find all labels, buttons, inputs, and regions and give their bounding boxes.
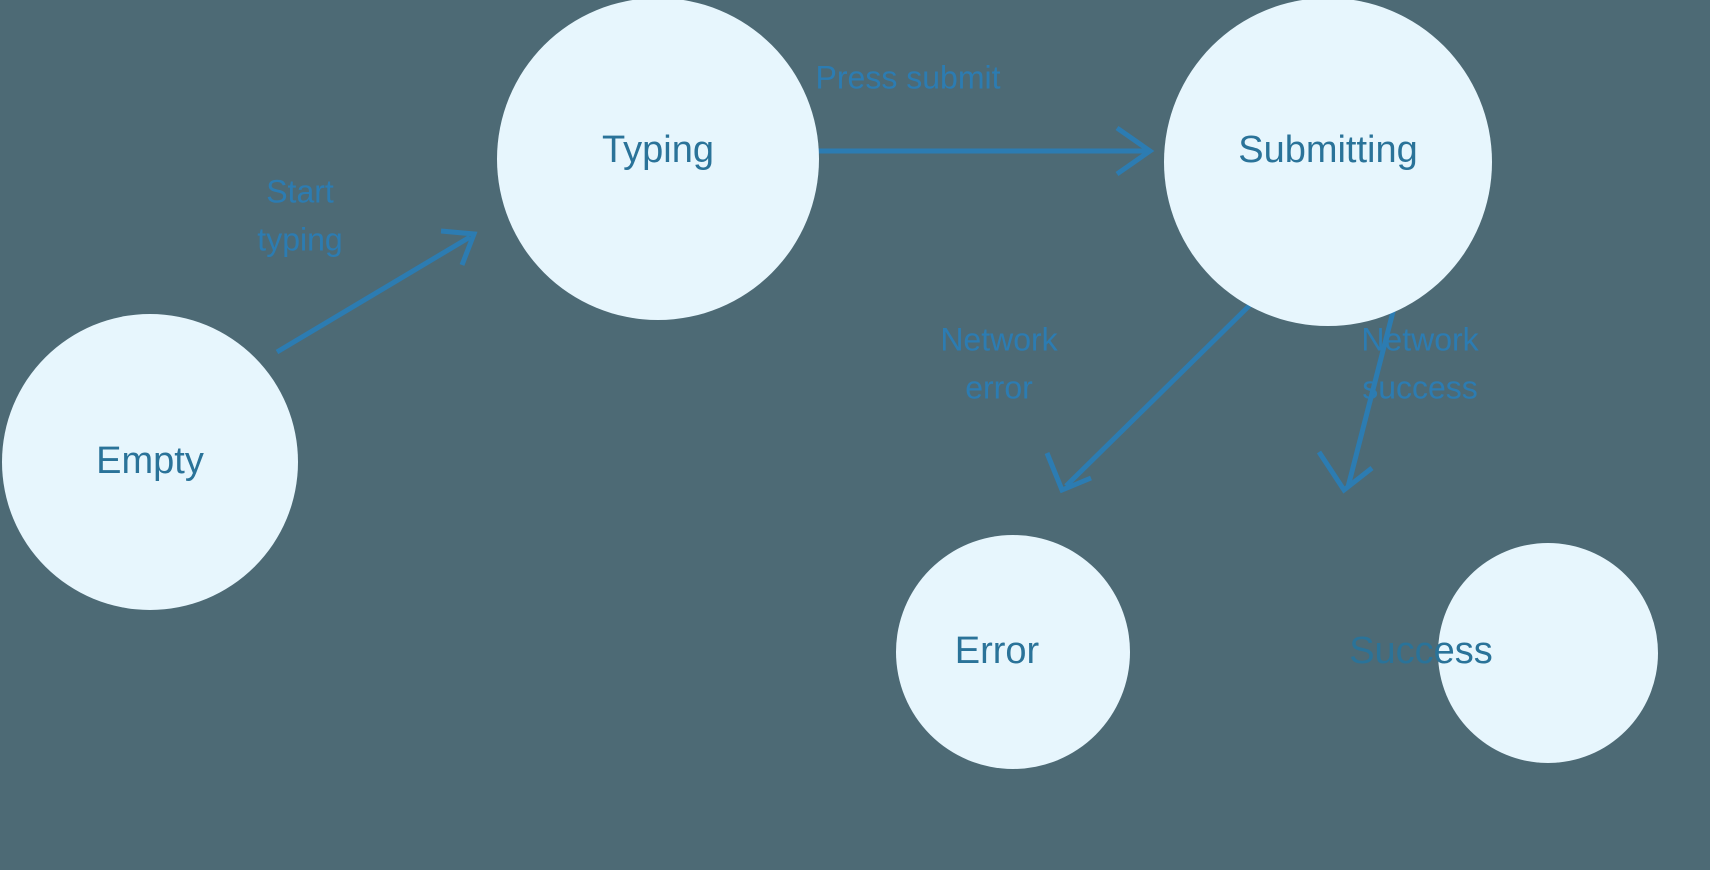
edge-empty-to-typing	[275, 228, 478, 355]
edge-label-press-submit-line1: Press submit	[816, 59, 1001, 95]
edge-label-network-success-line1: Network	[1361, 321, 1479, 357]
node-typing[interactable]: Typing	[497, 0, 819, 320]
node-success-circle[interactable]	[1438, 543, 1658, 763]
edge-label-network-success: Network success	[1361, 321, 1479, 405]
node-submitting-label: Submitting	[1238, 129, 1418, 171]
edge-submitting-to-error-line	[1064, 301, 1254, 488]
edge-label-network-error-line2: error	[965, 369, 1033, 405]
edge-label-start-typing-line2: typing	[257, 221, 342, 257]
node-empty[interactable]: Empty	[2, 314, 298, 610]
node-error-circle[interactable]	[896, 535, 1130, 769]
node-success[interactable]: Success	[1349, 543, 1658, 763]
edge-submitting-to-success-arrowhead	[1316, 450, 1374, 494]
node-success-label: Success	[1349, 630, 1493, 672]
edge-empty-to-typing-arrowhead	[440, 228, 478, 266]
node-empty-circle[interactable]	[2, 314, 298, 610]
node-typing-label: Typing	[602, 129, 714, 171]
edge-empty-to-typing-line	[275, 234, 472, 355]
edge-typing-to-submitting	[768, 125, 1155, 177]
edge-submitting-to-success-line	[1345, 299, 1399, 488]
node-typing-circle[interactable]	[497, 0, 819, 320]
edge-label-network-error: Network error	[940, 321, 1058, 405]
edge-submitting-to-error-arrowhead	[1044, 452, 1092, 494]
node-error[interactable]: Error	[896, 535, 1130, 769]
edge-submitting-to-error	[1044, 301, 1254, 494]
edge-label-network-error-line1: Network	[940, 321, 1058, 357]
edge-typing-to-submitting-arrowhead	[1115, 125, 1155, 177]
edge-label-network-success-line2: success	[1362, 369, 1478, 405]
edge-label-start-typing: Start typing	[257, 173, 342, 257]
node-error-label: Error	[955, 630, 1040, 672]
node-empty-label: Empty	[96, 440, 204, 482]
edge-submitting-to-success	[1316, 299, 1399, 494]
edge-label-start-typing-line1: Start	[266, 173, 334, 209]
node-submitting[interactable]: Submitting	[1164, 0, 1492, 326]
edge-label-press-submit: Press submit	[816, 59, 1001, 95]
node-submitting-circle[interactable]	[1164, 0, 1492, 326]
